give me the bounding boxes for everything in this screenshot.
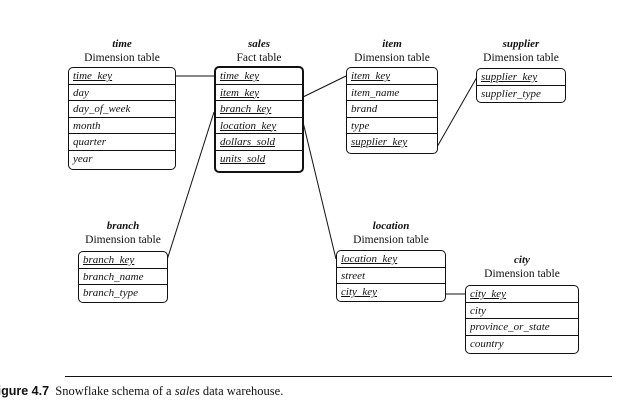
attribute-row: brand [347, 101, 437, 118]
caption-text-before: Snowflake schema of a [55, 384, 175, 398]
attribute-row: type [347, 118, 437, 134]
attribute-box: item_key item_name brand type supplier_k… [346, 67, 438, 154]
table-name: sales [248, 38, 270, 50]
attribute-row: year [73, 152, 93, 165]
attribute-row: quarter [69, 134, 175, 151]
attribute-row: day [69, 85, 175, 101]
attribute-row: supplier_key [477, 69, 565, 86]
table-name: item [382, 38, 402, 50]
attribute-row: item_key [347, 68, 437, 85]
caption-text-after: data warehouse. [199, 384, 284, 398]
branch-dimension-table: branch Dimension table branch_key branch… [78, 218, 168, 304]
attribute-row: location_key [337, 251, 445, 268]
location-dimension-table: location Dimension table location_key st… [336, 218, 446, 304]
attribute-box: time_key item_key branch_key location_ke… [214, 66, 304, 173]
attribute-box: city_key city province_or_state country [465, 285, 579, 354]
item-dimension-table: item Dimension table item_key item_name … [346, 36, 438, 156]
attribute-box: supplier_key supplier_type [476, 68, 566, 103]
attribute-row: street [337, 268, 445, 284]
attribute-row: month [69, 118, 175, 134]
figure-number: Figure 4.7 [0, 384, 50, 398]
table-name: branch [106, 220, 140, 232]
attribute-row: province_or_state [466, 319, 578, 336]
table-type: Dimension table [483, 52, 559, 64]
figure-caption: Figure 4.7 Snowflake schema of a sales d… [0, 384, 283, 399]
table-name: time [112, 38, 132, 50]
attribute-box: location_key street city_key [336, 250, 446, 302]
attribute-row: branch_name [79, 269, 167, 285]
attribute-box: time_key day day_of_week month quarter y… [68, 67, 176, 170]
caption-rule [65, 376, 612, 377]
link-sales-location [302, 121, 337, 260]
caption-emphasis: sales [174, 384, 200, 398]
attribute-row: item_name [347, 85, 437, 101]
link-sales-item [302, 75, 347, 98]
link-sales-branch [166, 111, 215, 261]
attribute-box: branch_key branch_name branch_type [78, 251, 168, 303]
sales-fact-table: sales Fact table time_key item_key branc… [214, 36, 304, 176]
attribute-row: location_key [216, 118, 302, 134]
attribute-row: branch_type [83, 287, 138, 299]
table-type: Dimension table [84, 52, 160, 64]
table-type: Dimension table [354, 52, 430, 64]
attribute-row: city_key [341, 286, 378, 298]
attribute-row: day_of_week [69, 101, 175, 118]
link-item-supplier [436, 76, 478, 148]
attribute-row: time_key [216, 68, 302, 85]
table-name: city [514, 254, 530, 266]
attribute-row: time_key [69, 68, 175, 85]
attribute-row: city_key [466, 286, 578, 303]
time-dimension-table: time Dimension table time_key day day_of… [68, 36, 176, 171]
supplier-dimension-table: supplier Dimension table supplier_key su… [476, 36, 566, 106]
attribute-row: item_key [216, 85, 302, 101]
table-type: Dimension table [484, 268, 560, 280]
attribute-row: city [466, 303, 578, 319]
table-type: Dimension table [353, 234, 429, 246]
attribute-row: branch_key [79, 252, 167, 269]
attribute-row: supplier_key [351, 136, 408, 148]
attribute-row: units_sold [220, 152, 266, 165]
attribute-row: dollars_sold [216, 134, 302, 151]
table-type: Dimension table [85, 234, 161, 246]
attribute-row: supplier_type [481, 87, 541, 100]
table-name: supplier [502, 38, 540, 50]
table-name: location [372, 220, 410, 232]
city-dimension-table: city Dimension table city_key city provi… [465, 252, 579, 356]
table-type: Fact table [236, 52, 282, 64]
attribute-row: country [470, 337, 504, 350]
attribute-row: branch_key [216, 101, 302, 118]
